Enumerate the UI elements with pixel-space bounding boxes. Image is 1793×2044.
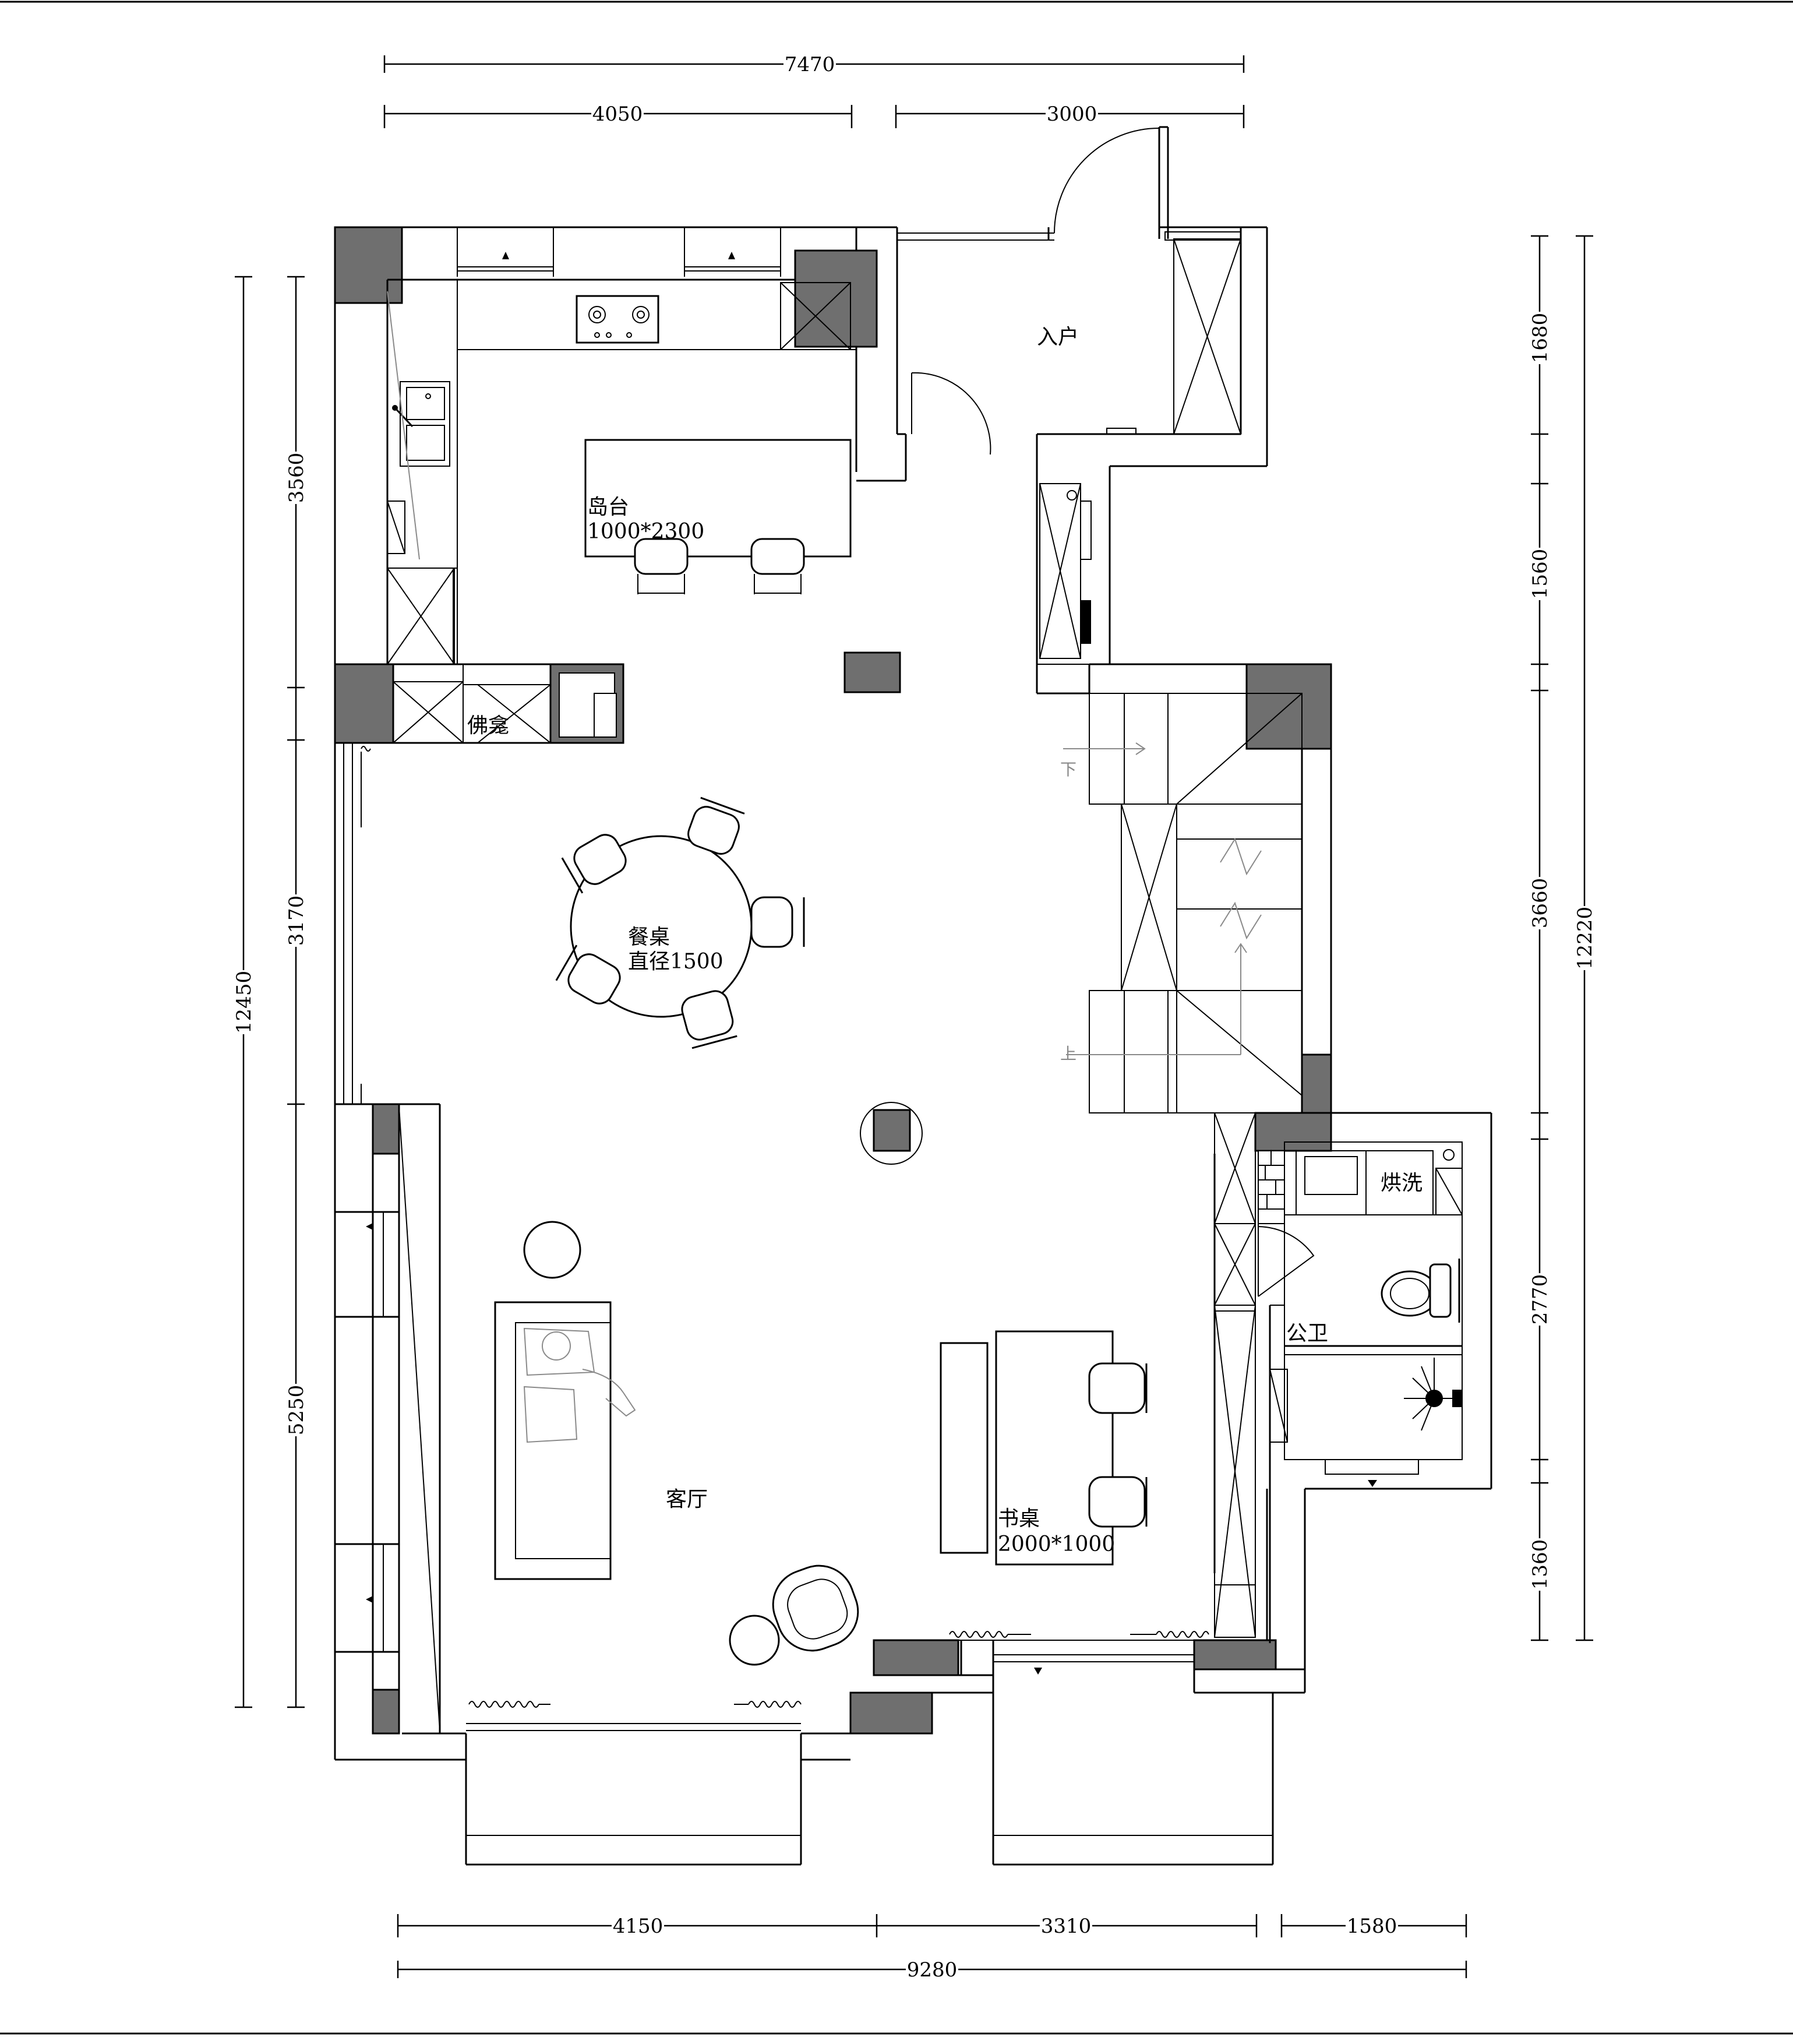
desk-size-label: 2000*1000 bbox=[998, 1532, 1115, 1556]
dim-top-right: 3000 bbox=[1047, 103, 1097, 126]
dining-table-label: 餐桌 bbox=[628, 925, 670, 949]
center-column bbox=[873, 1109, 911, 1152]
island-label: 岛台 bbox=[587, 495, 629, 519]
dim-bottom-total: 9280 bbox=[907, 1958, 958, 1982]
shrine-label: 佛龛 bbox=[467, 714, 509, 738]
entry-label: 入户 bbox=[1037, 325, 1079, 349]
dim-bottom-3: 1580 bbox=[1347, 1915, 1397, 1938]
dim-top-left: 4050 bbox=[592, 103, 643, 126]
dim-left-1: 3560 bbox=[285, 453, 308, 503]
dim-right-total: 12220 bbox=[1573, 907, 1597, 970]
dining-set bbox=[555, 797, 805, 1049]
dim-top-total: 7470 bbox=[785, 53, 835, 76]
stairs-down-label: 下 bbox=[1060, 760, 1076, 779]
dim-right-5: 1360 bbox=[1529, 1539, 1552, 1590]
dim-right-4: 2770 bbox=[1529, 1274, 1552, 1325]
dim-right-1: 1680 bbox=[1529, 313, 1552, 364]
living-room-furniture bbox=[494, 1221, 1148, 1666]
center-column-ring bbox=[860, 1102, 923, 1165]
dim-bottom-2: 3310 bbox=[1041, 1915, 1092, 1938]
dim-left-2: 3170 bbox=[285, 896, 308, 946]
laundry-label: 烘洗 bbox=[1381, 1171, 1423, 1195]
shower-head-icon bbox=[1404, 1358, 1456, 1431]
corridor-cabinet bbox=[1214, 1112, 1256, 1638]
dining-table-size-label: 直径1500 bbox=[628, 950, 723, 974]
bathroom bbox=[1213, 1141, 1463, 1643]
island-size-label: 1000*2300 bbox=[587, 520, 704, 544]
shrine-cabinet bbox=[393, 651, 901, 744]
sliding-doors bbox=[361, 746, 1209, 1708]
living-room-label: 客厅 bbox=[666, 1488, 708, 1511]
dim-left-3: 5250 bbox=[285, 1385, 308, 1436]
walls bbox=[334, 126, 1492, 1866]
dim-right-3: 3660 bbox=[1529, 878, 1552, 929]
bathroom-label: 公卫 bbox=[1286, 1321, 1328, 1345]
kitchen bbox=[387, 227, 856, 665]
stairs-up-label: 上 bbox=[1060, 1044, 1076, 1063]
desk-label: 书桌 bbox=[998, 1507, 1040, 1531]
dimension-lines bbox=[235, 55, 1593, 1978]
staircase bbox=[1063, 693, 1303, 1113]
dim-left-total: 12450 bbox=[232, 971, 256, 1034]
dim-right-2: 1560 bbox=[1529, 549, 1552, 600]
entry-area bbox=[1037, 231, 1241, 665]
dimension-labels: 7470 4050 3000 12450 3560 3170 5250 1680… bbox=[232, 52, 1597, 1982]
dim-bottom-1: 4150 bbox=[613, 1915, 663, 1938]
